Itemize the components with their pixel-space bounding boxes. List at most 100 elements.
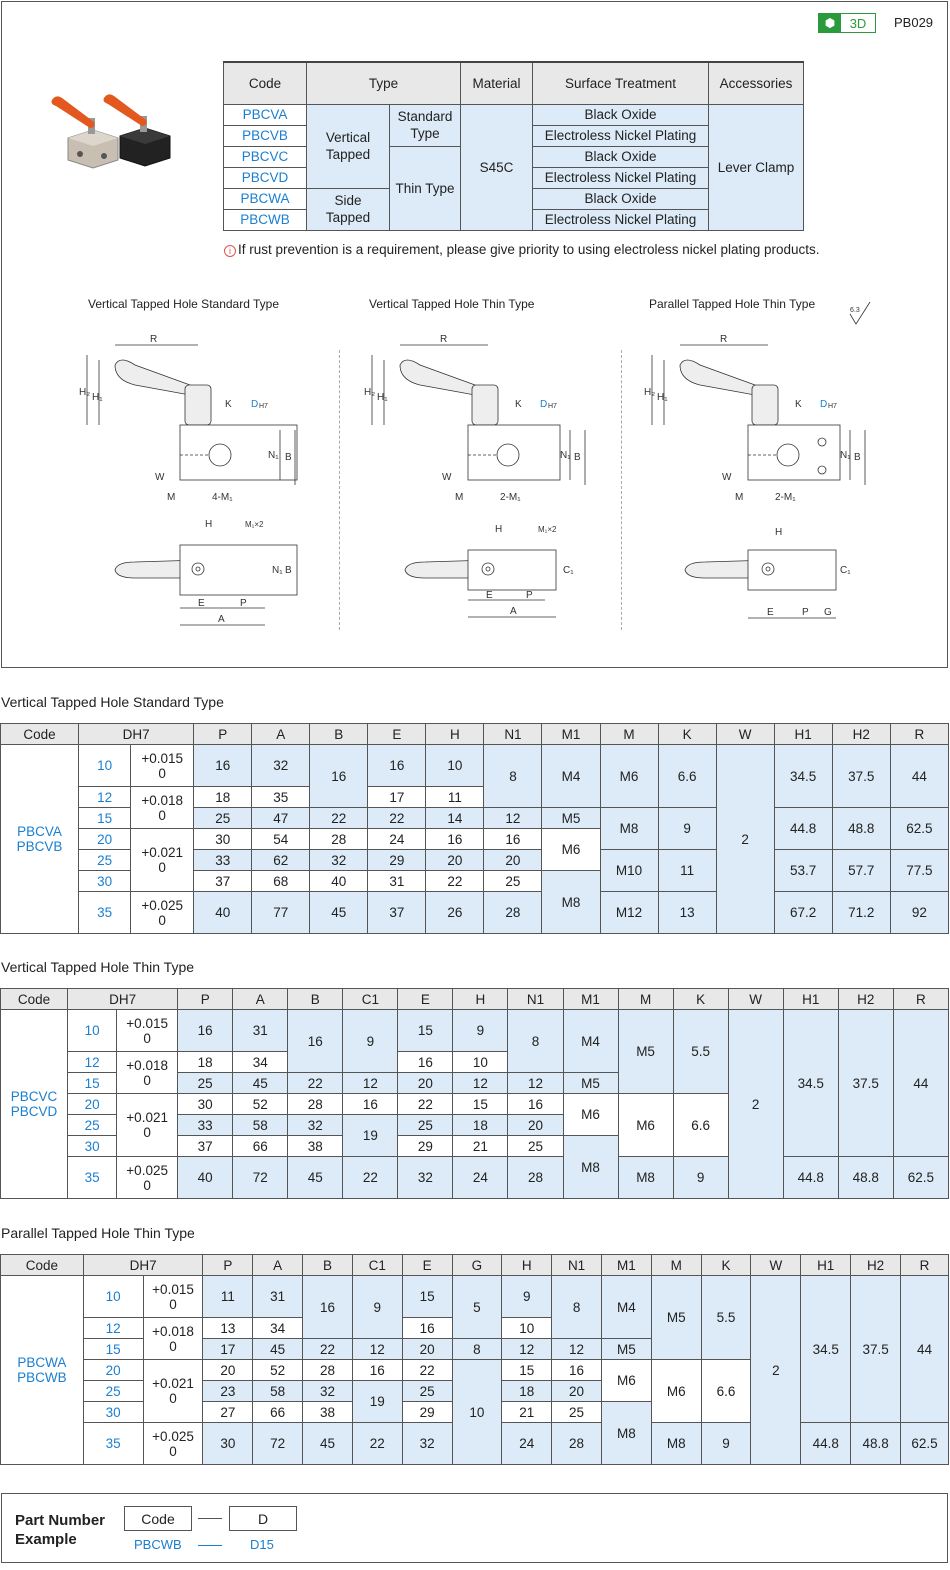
d-value-example[interactable]: D15	[250, 1537, 274, 1552]
separator-dash	[198, 1545, 222, 1546]
svg-text:A: A	[218, 614, 225, 625]
d-value[interactable]: 30	[78, 870, 132, 892]
cell-n1: 28	[483, 891, 543, 934]
d-value[interactable]: 12	[67, 1051, 118, 1073]
col-header: H2	[850, 1254, 902, 1276]
spec-code[interactable]: PBCWB	[223, 208, 307, 231]
spec-code[interactable]: PBCVA	[223, 103, 307, 126]
cell-a: 34	[232, 1051, 289, 1073]
d-value[interactable]: 25	[82, 1380, 144, 1402]
cell-k: 5.5	[700, 1275, 752, 1360]
d-value[interactable]: 10	[78, 744, 132, 787]
d-value[interactable]: 35	[82, 1422, 144, 1465]
cell-h: 18	[452, 1114, 509, 1136]
d-value[interactable]: 15	[78, 807, 132, 829]
tolerance: +0.021 0	[116, 1093, 179, 1157]
svg-text:R: R	[440, 334, 447, 345]
spec-code[interactable]: PBCVB	[223, 124, 307, 147]
svg-text:H7: H7	[259, 403, 268, 410]
table-code[interactable]: PBCVA PBCVB	[0, 744, 80, 934]
d-value[interactable]: 20	[78, 828, 132, 850]
svg-text:N₁: N₁	[268, 450, 279, 461]
cell-a: 35	[251, 786, 311, 808]
cell-p: 16	[177, 1009, 234, 1052]
col-header: N1	[483, 723, 543, 745]
cell-m1: M6	[541, 828, 601, 871]
d-value[interactable]: 20	[67, 1093, 118, 1115]
cell-e: 37	[367, 891, 427, 934]
d-value[interactable]: 25	[78, 849, 132, 871]
d-value[interactable]: 25	[67, 1114, 118, 1136]
cell-a: 54	[251, 828, 311, 850]
cell-p: 33	[193, 849, 253, 871]
d-value[interactable]: 20	[82, 1359, 144, 1381]
cell-c1: 19	[342, 1114, 399, 1157]
d-value[interactable]: 35	[67, 1156, 118, 1199]
cell-e: 32	[397, 1156, 454, 1199]
cell-e: 16	[397, 1051, 454, 1073]
d-value[interactable]: 12	[78, 786, 132, 808]
svg-text:H₁: H₁	[92, 392, 103, 403]
d-value[interactable]: 15	[67, 1072, 118, 1094]
cell-b: 22	[287, 1072, 344, 1094]
col-header: B	[309, 723, 369, 745]
cell-a: 68	[251, 870, 311, 892]
product-frame	[1, 1, 948, 668]
d-value[interactable]: 10	[67, 1009, 118, 1052]
code-value[interactable]: PBCWB	[134, 1537, 182, 1552]
svg-text:C₁: C₁	[563, 565, 574, 576]
svg-text:N₁: N₁	[560, 450, 571, 461]
col-header: K	[700, 1254, 752, 1276]
cell-e: 17	[367, 786, 427, 808]
cell-h2: 71.2	[831, 891, 891, 934]
d-value[interactable]: 30	[82, 1401, 144, 1423]
cell-p: 37	[193, 870, 253, 892]
d-value[interactable]: 30	[67, 1135, 118, 1157]
separator-dash	[198, 1518, 222, 1519]
svg-text:H₂: H₂	[79, 387, 90, 398]
cell-b: 16	[287, 1009, 344, 1073]
cell-h2: 37.5	[837, 1009, 894, 1157]
table-code[interactable]: PBCVC PBCVD	[0, 1009, 69, 1199]
cell-e: 29	[401, 1401, 453, 1423]
cube-icon: ⬢	[819, 14, 841, 32]
spec-treatment: Black Oxide	[532, 145, 709, 168]
table-code[interactable]: PBCWA PBCWB	[0, 1275, 84, 1465]
col-header: H	[501, 1254, 553, 1276]
col-header: E	[401, 1254, 453, 1276]
svg-text:H7: H7	[828, 403, 837, 410]
d-value[interactable]: 12	[82, 1317, 144, 1339]
cell-b: 45	[287, 1156, 344, 1199]
drawing-title: Parallel Tapped Hole Thin Type	[649, 297, 816, 311]
svg-text:H: H	[205, 519, 212, 530]
cell-w: 2	[727, 1009, 784, 1199]
cell-k: 13	[657, 891, 717, 934]
cell-r: 92	[889, 891, 950, 934]
cell-a: 47	[251, 807, 311, 829]
tolerance: +0.018 0	[116, 1051, 179, 1094]
cell-e: 25	[401, 1380, 453, 1402]
svg-text:4-M₁: 4-M₁	[212, 492, 233, 503]
product-image	[51, 94, 171, 169]
cell-h2: 48.8	[831, 807, 891, 850]
d-value[interactable]: 35	[78, 891, 132, 934]
spec-code[interactable]: PBCVD	[223, 166, 307, 189]
svg-text:E: E	[767, 607, 774, 618]
tolerance: +0.015 0	[142, 1275, 204, 1318]
d-value[interactable]: 10	[82, 1275, 144, 1318]
cell-h2: 37.5	[831, 744, 891, 808]
spec-code[interactable]: PBCWA	[223, 187, 307, 210]
cell-a: 45	[232, 1072, 289, 1094]
d-value[interactable]: 15	[82, 1338, 144, 1360]
spec-header-code: Code	[223, 61, 307, 105]
3d-badge[interactable]: ⬢ 3D	[818, 13, 876, 33]
cell-p: 25	[177, 1072, 234, 1094]
cell-h: 10	[452, 1051, 509, 1073]
cell-m1: M6	[600, 1359, 652, 1402]
cell-h: 12	[452, 1072, 509, 1094]
spec-code[interactable]: PBCVC	[223, 145, 307, 168]
col-header: K	[672, 988, 729, 1010]
